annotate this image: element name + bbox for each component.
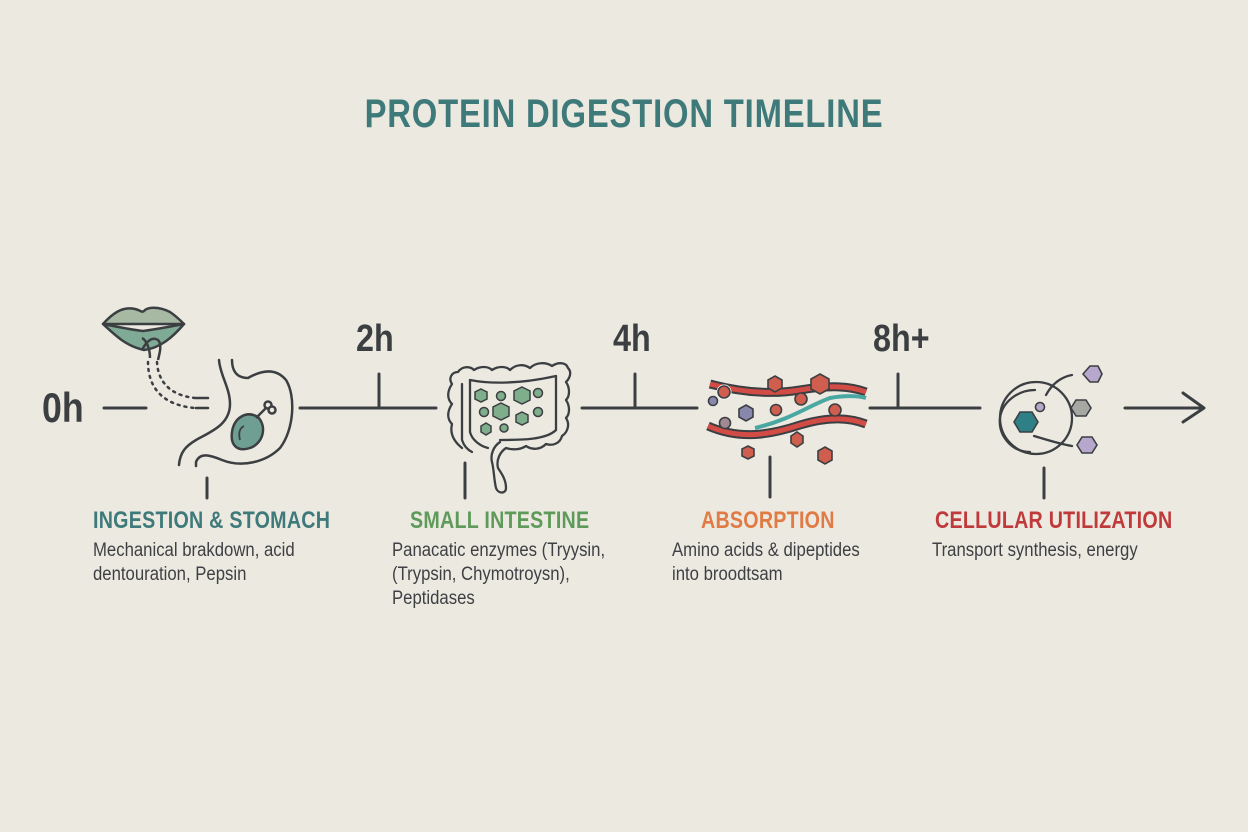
stage-description: Panacatic enzymes (Tryysin, (Trypsin, Ch… (392, 540, 606, 609)
stage-small-intestine: SMALL INTESTINE Panacatic enzymes (Tryys… (392, 507, 672, 611)
peptide-hexagons-icon (474, 386, 544, 436)
stage-description: Amino acids & dipeptides into broodtsam (672, 540, 860, 585)
cell-icon (998, 373, 1074, 456)
stage-description: Mechanical brakdown, acid dentouration, … (93, 540, 295, 585)
stage-absorption: ABSORPTION Amino acids & dipeptides into… (672, 507, 952, 587)
diagram-title: PROTEIN DIGESTION TIMELINE (364, 92, 884, 136)
stage-title: CELLULAR UTILIZATION (935, 507, 1173, 534)
amino-acid-hexagons-icon (707, 373, 842, 465)
time-marker-0h: 0h (42, 384, 84, 431)
arrow-right-icon (1123, 391, 1206, 424)
stage-title: INGESTION & STOMACH (93, 507, 331, 534)
blood-vessel-icon (706, 379, 868, 440)
intestine-icon (447, 362, 572, 494)
molecule-hexagons-icon (1013, 365, 1103, 454)
esophagus-path (146, 360, 197, 410)
stage-cellular-utilization: CELLULAR UTILIZATION Transport synthesis… (932, 507, 1225, 563)
mouth-icon (101, 306, 186, 361)
stomach-icon (177, 358, 294, 468)
stage-title: ABSORPTION (701, 507, 835, 534)
stage-ingestion-stomach: INGESTION & STOMACH Mechanical brakdown,… (93, 507, 382, 587)
stage-description: Transport synthesis, energy (932, 540, 1138, 561)
stage-title: SMALL INTESTINE (410, 507, 590, 534)
time-marker-4h: 4h (613, 318, 651, 360)
drumstick-icon (230, 400, 277, 451)
time-marker-2h: 2h (356, 318, 394, 360)
time-marker-8h: 8h+ (873, 318, 930, 360)
